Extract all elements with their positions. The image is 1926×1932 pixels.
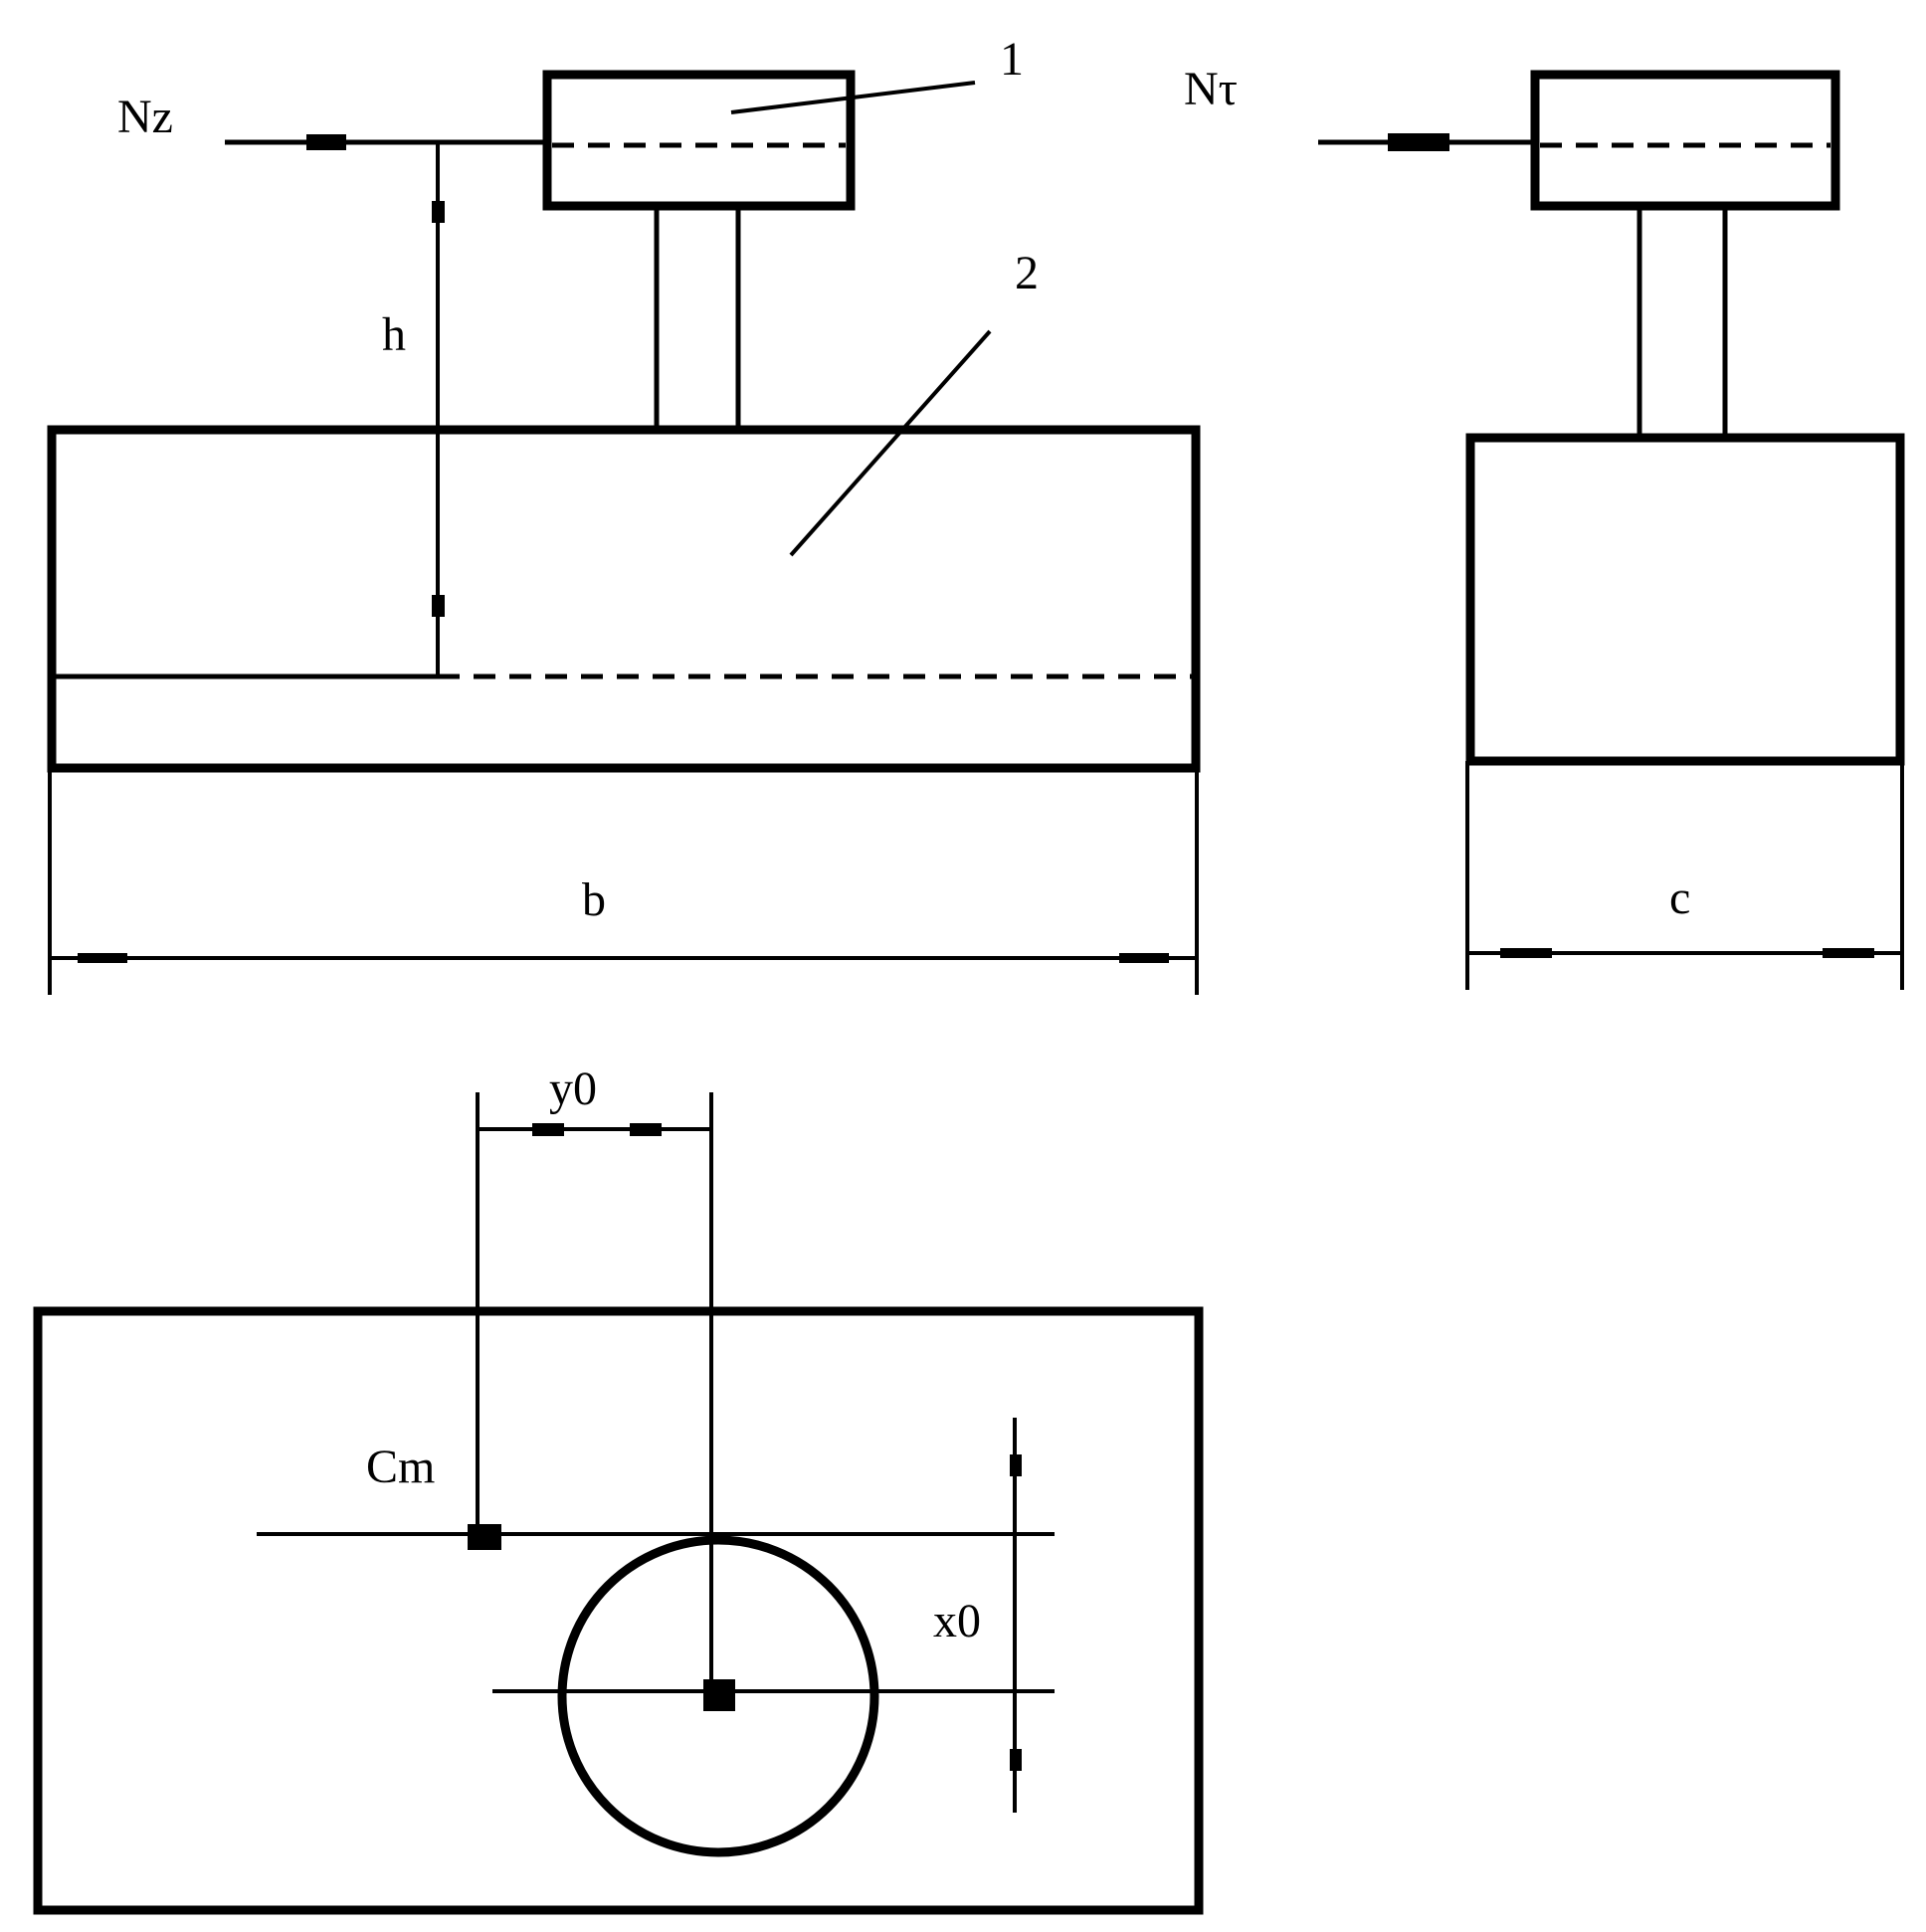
ntau-label: Nτ	[1184, 63, 1238, 115]
cm-point-marker	[468, 1524, 501, 1550]
x0-dimension-tick-top	[1010, 1454, 1022, 1476]
callout-1-leader	[730, 81, 976, 114]
sensor-footprint-circle	[557, 1535, 879, 1857]
x0-label: x0	[933, 1595, 981, 1647]
nz-force-marker	[306, 134, 346, 150]
x0-dimension-tick-bottom	[1010, 1749, 1022, 1771]
callout-2-label: 2	[1015, 247, 1039, 299]
top-view	[33, 1092, 1204, 1915]
side-sensor-head	[1530, 70, 1840, 211]
h-label: h	[382, 308, 406, 361]
y0-dimension-tick-right	[630, 1123, 662, 1136]
h-dimension-tick-top	[432, 201, 445, 223]
front-body-block	[47, 425, 1201, 773]
b-label: b	[582, 873, 606, 926]
front-sensor-head	[542, 70, 856, 211]
callout-2-leader	[789, 329, 992, 557]
center-point-marker	[703, 1679, 735, 1711]
nz-label: Nz	[117, 91, 173, 143]
callout-1-label: 1	[1000, 33, 1024, 86]
y0-label: y0	[549, 1063, 597, 1115]
b-dimension-tick-right	[1119, 953, 1169, 963]
side-view	[1318, 70, 1905, 990]
side-body-block	[1465, 433, 1905, 766]
y0-dimension-tick-left	[532, 1123, 564, 1136]
top-body-block	[33, 1306, 1204, 1915]
c-label: c	[1669, 871, 1690, 924]
cm-label: Cm	[366, 1441, 435, 1493]
c-dimension-tick-left	[1500, 948, 1552, 958]
front-view	[47, 70, 1201, 995]
ntau-force-marker	[1388, 133, 1449, 151]
h-dimension-tick-bottom	[432, 595, 445, 617]
b-dimension-tick-left	[78, 953, 127, 963]
c-dimension-tick-right	[1823, 948, 1874, 958]
